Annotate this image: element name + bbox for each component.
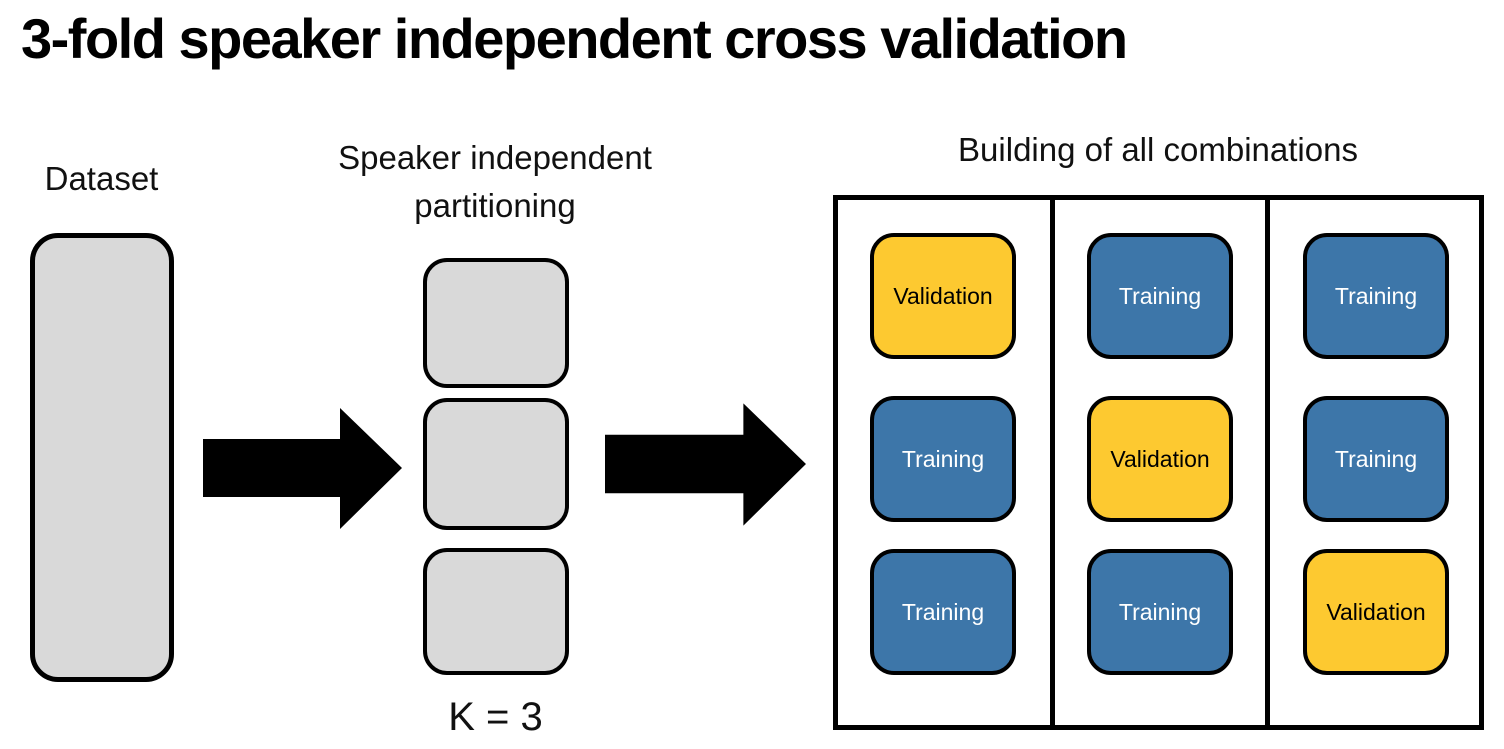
fold1-cell2: Training bbox=[870, 396, 1016, 522]
combinations-label: Building of all combinations bbox=[958, 131, 1358, 168]
partitioning-label-line1: Speaker independent bbox=[338, 139, 652, 176]
partition-block-2 bbox=[423, 398, 569, 530]
page-title: 3-fold speaker independent cross validat… bbox=[21, 7, 1128, 70]
partition-block-3 bbox=[423, 548, 569, 675]
arrow-right-icon bbox=[203, 408, 402, 529]
fold3-cell3: Validation bbox=[1303, 549, 1449, 675]
fold2-cell3: Training bbox=[1087, 549, 1233, 675]
dataset-block bbox=[30, 233, 174, 682]
fold2-cell2: Validation bbox=[1087, 396, 1233, 522]
partitioning-label-line2: partitioning bbox=[414, 186, 576, 224]
fold3-cell2: Training bbox=[1303, 396, 1449, 522]
partitioning-label: Speaker independent partitioning bbox=[295, 134, 695, 230]
fold3-cell1: Training bbox=[1303, 233, 1449, 359]
fold-divider bbox=[1050, 200, 1055, 725]
fold2-cell1: Training bbox=[1087, 233, 1233, 359]
fold1-cell1: Validation bbox=[870, 233, 1016, 359]
arrow-right-icon bbox=[605, 403, 806, 526]
partition-block-1 bbox=[423, 258, 569, 388]
fold-divider bbox=[1265, 200, 1270, 725]
fold1-cell3: Training bbox=[870, 549, 1016, 675]
k-value-label: K = 3 bbox=[448, 695, 543, 739]
dataset-label: Dataset bbox=[44, 160, 159, 197]
